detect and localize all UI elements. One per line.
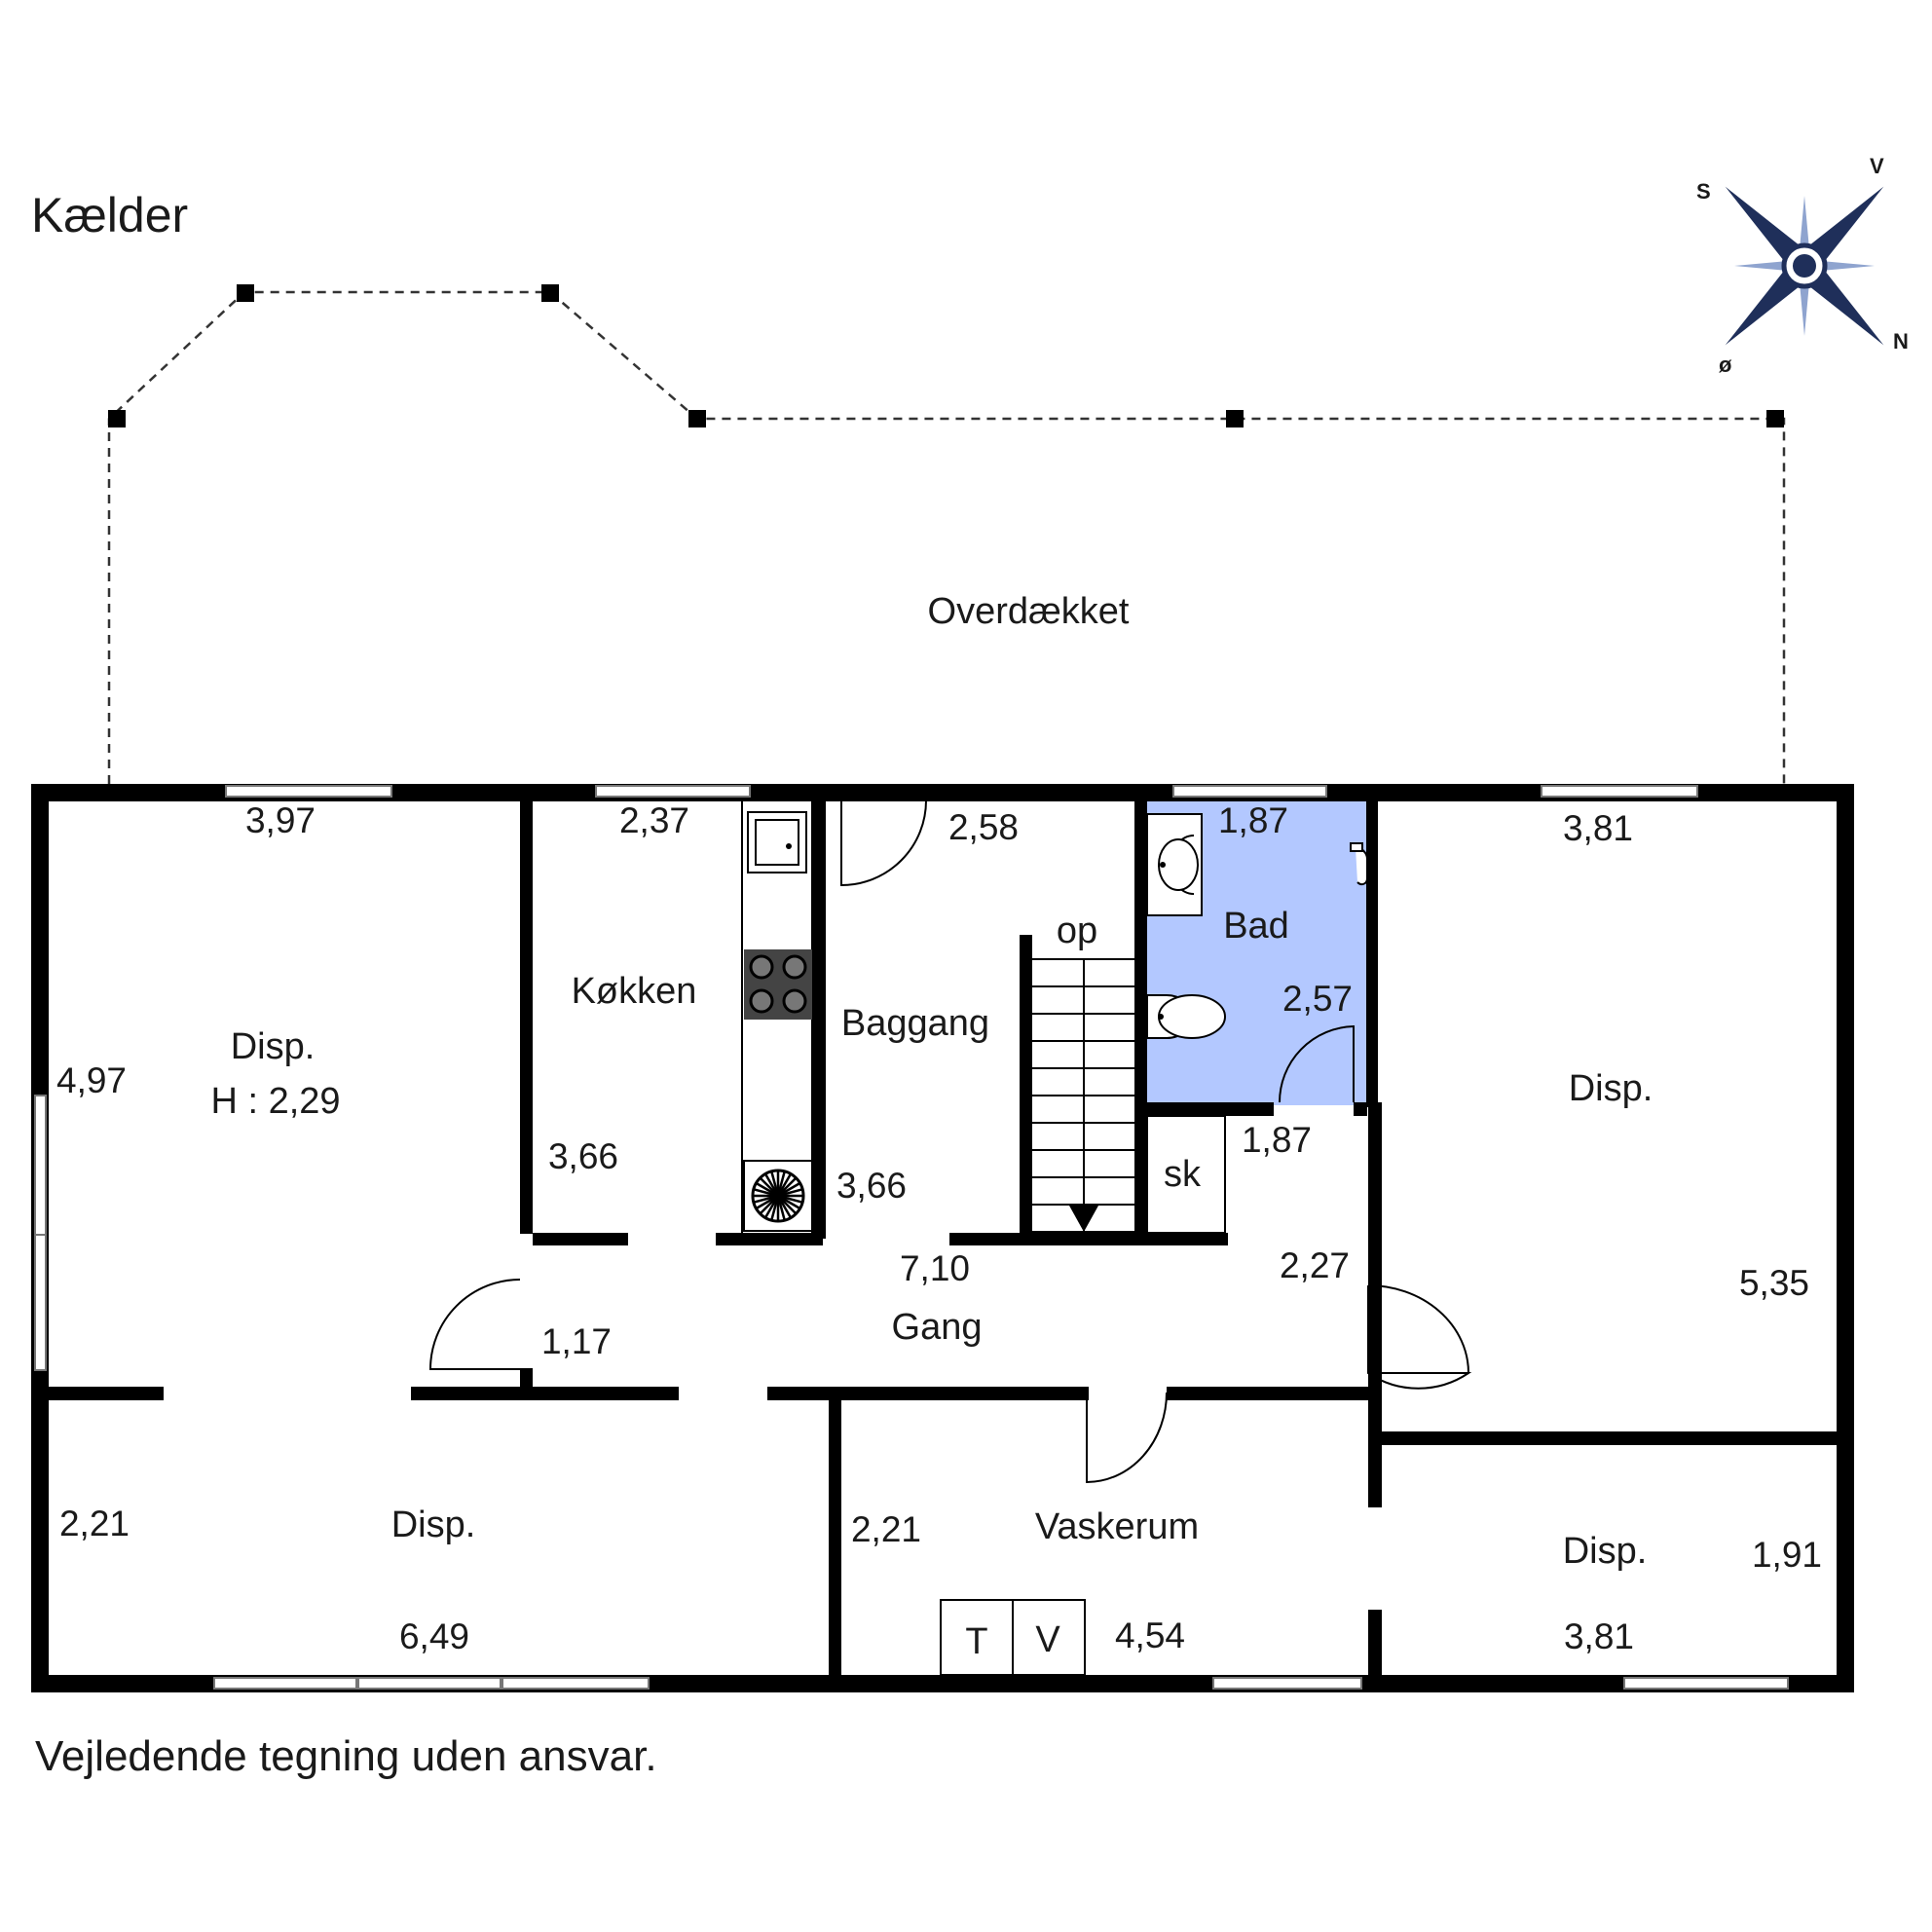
room-height-label: H : 2,29 [210,1081,340,1122]
post-marker [1766,410,1784,427]
stair-treads [1032,958,1134,1233]
dimension-label: 1,87 [1218,800,1288,840]
room-label-baggang: Baggang [841,1003,989,1044]
dimension-label: 3,81 [1563,808,1633,848]
windows [34,785,1789,1690]
dimension-label: 6,49 [399,1616,469,1656]
window [225,785,392,798]
dimension-label: 1,91 [1752,1535,1822,1575]
window [1172,785,1327,798]
bathroom-fixtures [1146,813,1368,1039]
compass-label-n: N [1893,329,1909,353]
post-marker [688,410,706,427]
window [213,1677,357,1690]
shower-icon [1355,846,1368,886]
washer-box [1012,1599,1086,1676]
window [595,785,751,798]
room-label-disp-left: Disp. [231,1026,316,1067]
dimension-label: 4,54 [1115,1616,1185,1655]
dimension-label: 4,97 [56,1060,127,1100]
dimension-label: 3,97 [245,800,316,840]
stair-label-op: op [1057,910,1097,951]
door-swing [840,799,927,887]
room-label-disp-bottom-left: Disp. [391,1505,476,1545]
room-label-disp-bottom-right: Disp. [1563,1531,1648,1572]
room-label-overdaekket: Overdækket [928,591,1130,632]
dimension-label: 2,58 [948,807,1019,847]
room-label-disp-right: Disp. [1569,1068,1653,1109]
window [502,1677,650,1690]
staircase [1022,935,1134,1237]
interior-walls [49,800,1837,1683]
dimension-label: 2,57 [1282,979,1353,1019]
stair-arrow-icon [1069,1206,1098,1232]
window [357,1677,502,1690]
dimension-label: 3,81 [1564,1616,1634,1656]
dimension-label: 2,21 [59,1504,130,1543]
fan-spokes [751,1169,805,1223]
kitchen-counter [741,799,813,1235]
dimension-label: 5,35 [1739,1263,1809,1303]
door-swing [1279,1024,1355,1103]
dimension-label: 2,37 [619,800,689,840]
closet-outline [1146,1115,1226,1234]
room-label-vaskerum: Vaskerum [1035,1506,1199,1547]
window [1541,785,1698,798]
room-label-kokken: Køkken [572,971,697,1012]
door-swing [1367,1285,1472,1390]
plan-title: Kælder [31,188,188,242]
room-label-sk: sk [1164,1154,1202,1195]
compass-label-o: ø [1719,353,1732,377]
room-label-gang: Gang [892,1307,983,1348]
dimension-label: 7,10 [900,1248,970,1288]
doors [428,799,1472,1484]
dimension-label: 1,87 [1242,1120,1312,1160]
washer-dryer [940,1599,1086,1676]
post-marker [541,284,559,302]
post-marker [237,284,254,302]
door-swing [1086,1392,1168,1484]
dimension-label: 2,21 [851,1509,921,1549]
window [1623,1677,1789,1690]
disclaimer-text: Vejledende tegning uden ansvar. [35,1732,657,1780]
covered-terrace-outline [107,284,1786,784]
sink-icon [747,811,807,873]
dryer-label: T [965,1621,987,1662]
compass-rose-icon [1725,186,1884,346]
dimension-label: 3,66 [836,1166,907,1206]
door-swing [1367,1284,1469,1374]
post-marker [108,410,126,427]
door-swing [428,1279,521,1370]
dimension-label: 3,66 [548,1136,618,1176]
window [1212,1677,1362,1690]
washer-label: V [1035,1619,1060,1660]
dimension-label: 2,27 [1280,1245,1350,1285]
room-label-bad: Bad [1223,906,1289,947]
window [34,1095,47,1371]
dimension-label: 1,17 [541,1321,612,1361]
post-marker [1226,410,1244,427]
compass-label-v: V [1870,154,1884,178]
compass-label-s: S [1696,179,1711,204]
